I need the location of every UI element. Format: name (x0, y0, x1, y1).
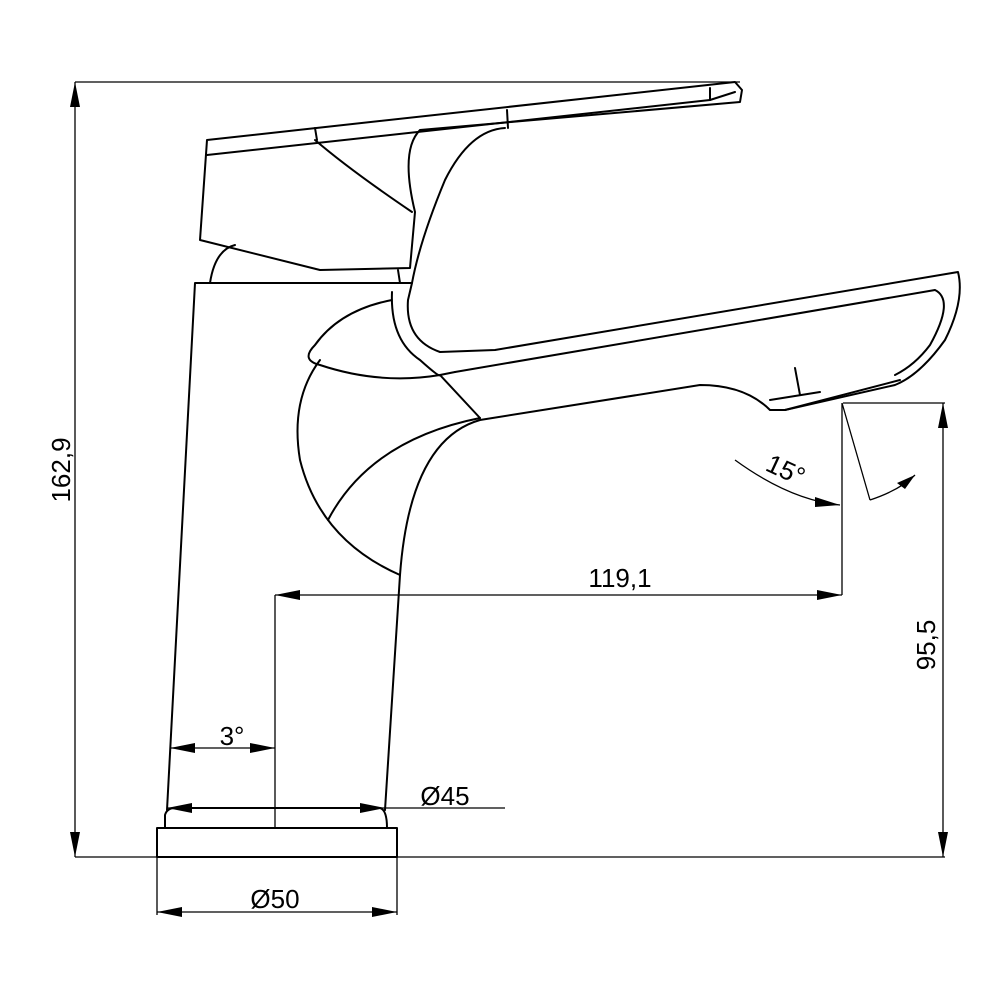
spout-lower-edge (439, 371, 481, 419)
base-diameter-arrows (157, 907, 397, 917)
label-body-diameter: Ø45 (420, 781, 469, 811)
label-spout-reach: 119,1 (588, 563, 651, 593)
dimension-labels: 162,9 119,1 15° 95,5 3° Ø45 Ø50 (46, 437, 941, 914)
aerator (769, 367, 901, 411)
handle-top-edge (206, 91, 736, 156)
handle-lever (199, 81, 743, 271)
angle-arrows (815, 475, 915, 507)
body-curve (296, 359, 401, 576)
dimension-lines (70, 81, 948, 917)
label-spout-angle: 15° (762, 448, 810, 492)
cartridge-dome-right (397, 269, 401, 284)
handle-mark (314, 87, 711, 141)
base-rim (164, 807, 388, 829)
cartridge-dome (209, 244, 236, 284)
label-total-height: 162,9 (46, 437, 76, 502)
body-curve-inner (327, 417, 481, 521)
reach-dim (274, 403, 843, 828)
base-diameter-dim (156, 857, 398, 915)
body-bulge (307, 291, 441, 380)
body-diameter-arrows (167, 803, 385, 813)
body (166, 271, 961, 811)
handle-facet (314, 139, 413, 213)
taper-arrows (170, 743, 275, 753)
label-spout-height: 95,5 (911, 620, 941, 671)
faucet-outline (156, 81, 961, 858)
total-height-dim (74, 81, 945, 858)
angle-dim (734, 402, 916, 506)
label-base-diameter: Ø50 (250, 884, 299, 914)
spout-upper-edge (454, 289, 945, 376)
base (156, 827, 398, 858)
label-body-taper: 3° (220, 721, 245, 751)
spout-inner-top (411, 127, 506, 284)
spout-height-dim (843, 402, 945, 857)
